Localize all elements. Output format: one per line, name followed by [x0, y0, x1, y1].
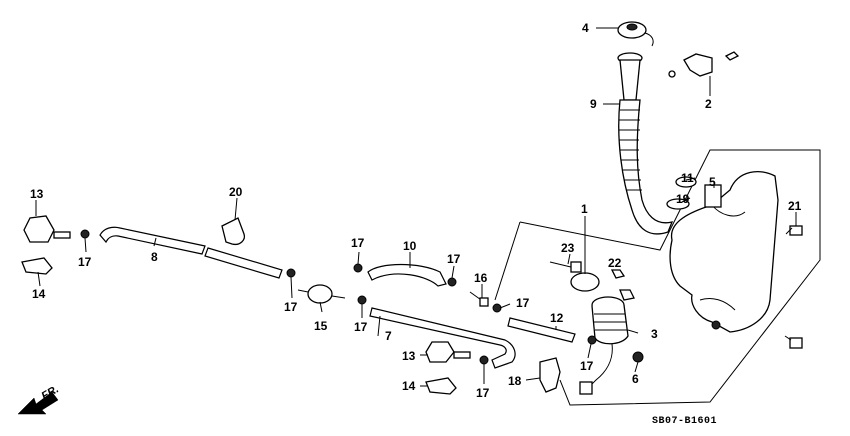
label-5: 5 — [709, 175, 716, 189]
tank-bracket — [704, 184, 722, 208]
filler-cap — [617, 21, 654, 47]
connector-18 — [539, 357, 561, 393]
seal-ring — [675, 176, 697, 188]
label-14-upper: 14 — [32, 287, 46, 301]
bolt-lower — [784, 335, 803, 349]
hose-8a — [99, 226, 206, 255]
label-14-lower: 14 — [402, 379, 416, 393]
nozzle-lower — [425, 341, 471, 363]
grommet — [632, 351, 644, 363]
bolt-23 — [549, 261, 582, 273]
label-17-d: 17 — [354, 320, 368, 334]
label-17-e: 17 — [447, 252, 461, 266]
hose-clamps — [80, 229, 597, 365]
bolt-16 — [469, 291, 489, 307]
clip-22b — [619, 289, 635, 301]
label-13-lower: 13 — [402, 349, 416, 363]
label-8: 8 — [151, 250, 158, 264]
label-3: 3 — [651, 327, 658, 341]
filler-neck — [617, 52, 674, 235]
nozzle-upper — [23, 215, 71, 243]
label-18: 18 — [508, 374, 522, 388]
label-7: 7 — [385, 329, 392, 343]
bolt-21 — [785, 225, 803, 236]
retainer-upper — [21, 257, 53, 275]
label-2: 2 — [705, 97, 712, 111]
label-17-g: 17 — [580, 359, 594, 373]
clamp-ring — [570, 272, 600, 292]
label-12: 12 — [550, 311, 564, 325]
front-direction-arrow: FR. — [17, 383, 61, 415]
label-13-upper: 13 — [30, 187, 44, 201]
label-10: 10 — [403, 239, 417, 253]
hose-7 — [369, 307, 516, 369]
label-21: 21 — [788, 199, 802, 213]
hose-8b — [204, 247, 283, 279]
callout-labels: 4 2 9 5 11 19 21 1 23 22 3 6 12 16 10 7 … — [30, 21, 802, 400]
label-17-a: 17 — [78, 255, 92, 269]
check-valve — [297, 284, 346, 304]
diagram-code: SB07-B1601 — [652, 416, 717, 427]
label-23: 23 — [561, 241, 575, 255]
label-4: 4 — [582, 21, 589, 35]
leader-lines — [35, 27, 797, 387]
label-6: 6 — [632, 372, 639, 386]
label-17-h: 17 — [476, 386, 490, 400]
label-17-f: 17 — [516, 296, 530, 310]
label-15: 15 — [314, 319, 328, 333]
assembly-outline-left — [494, 221, 521, 301]
label-22: 22 — [608, 256, 622, 270]
bracket — [668, 51, 740, 78]
label-19: 19 — [676, 192, 690, 206]
label-17-c: 17 — [351, 236, 365, 250]
label-17-b: 17 — [284, 300, 298, 314]
label-20: 20 — [229, 185, 243, 199]
assembly-outline — [519, 149, 821, 406]
label-1: 1 — [581, 202, 588, 216]
clip-20 — [221, 217, 246, 246]
hose-12 — [507, 317, 576, 343]
tank-mount-hole — [711, 320, 721, 330]
label-16: 16 — [474, 271, 488, 285]
washer-pump — [579, 296, 629, 395]
hose-10 — [367, 263, 447, 287]
label-11: 11 — [681, 171, 694, 185]
retainer-lower — [425, 377, 457, 395]
label-9: 9 — [590, 97, 597, 111]
washer-tank — [669, 170, 779, 333]
